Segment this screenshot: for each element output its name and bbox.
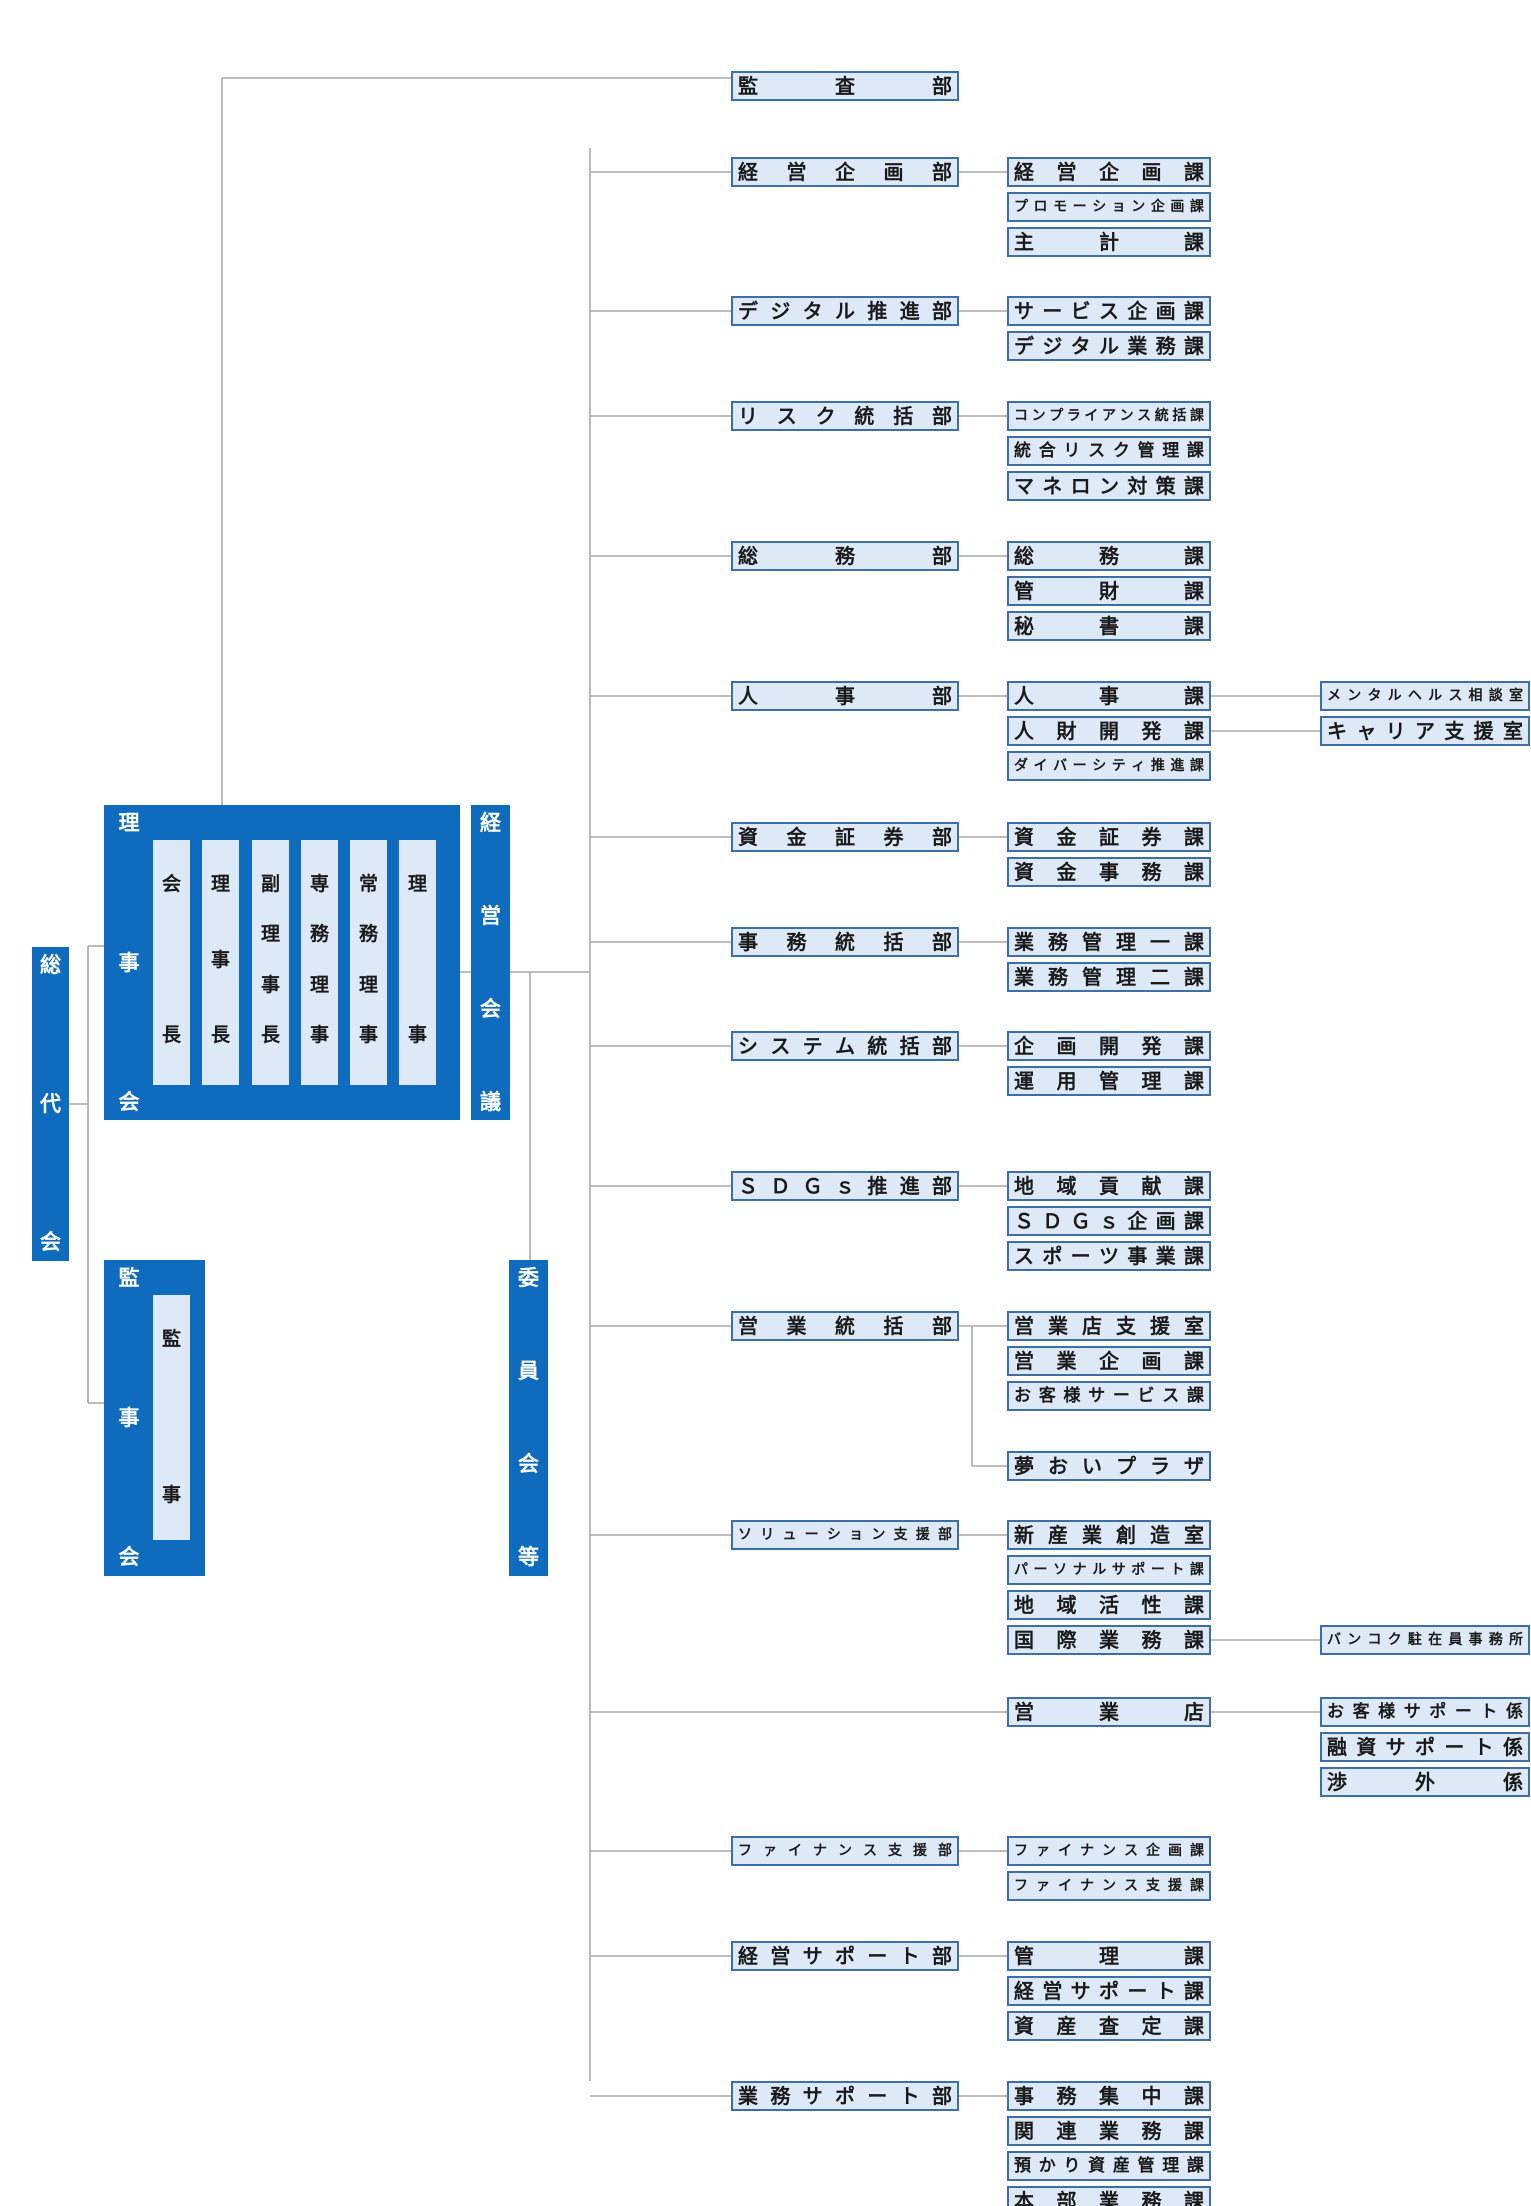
section-box: 営業店: [1007, 1697, 1211, 1727]
department-box: デジタル推進部: [731, 296, 959, 326]
section-box: プロモーション企画課: [1007, 192, 1211, 222]
sub-unit-box: 融資サポート係: [1320, 1732, 1530, 1762]
section-box: お客様サービス課: [1007, 1381, 1211, 1411]
department-box: ファイナンス支援部: [731, 1836, 959, 1866]
section-box: 資金証券課: [1007, 822, 1211, 852]
keiei-kaigi-label: 経営会議: [480, 811, 501, 1114]
rijikai-member: 専務理事: [301, 840, 338, 1085]
rijikai-member: 理事: [399, 840, 436, 1085]
kanji-member-label: 監事: [161, 1328, 181, 1506]
section-box: 秘書課: [1007, 611, 1211, 641]
soudaikai-label: 総代会: [40, 953, 61, 1254]
section-box: 総務課: [1007, 541, 1211, 571]
sub-unit-box: メンタルヘルス相談室: [1320, 681, 1530, 711]
department-box: 経営企画部: [731, 157, 959, 187]
section-box: 営業店支援室: [1007, 1311, 1211, 1341]
rijikai-block: 理事会 会長 理事長 副理事長 専務理事 常務理事 理事: [104, 805, 460, 1120]
section-box: 業務管理二課: [1007, 962, 1211, 992]
department-box: 事務統括部: [731, 927, 959, 957]
department-box: 資金証券部: [731, 822, 959, 852]
section-box: 資産査定課: [1007, 2011, 1211, 2041]
section-box: 営業企画課: [1007, 1346, 1211, 1376]
rijikai-member: 会長: [153, 840, 190, 1085]
rijikai-member-label: 副理事長: [260, 873, 280, 1046]
section-box: 地域活性課: [1007, 1590, 1211, 1620]
iinkai-label: 委員会等: [518, 1266, 539, 1569]
section-box: 運用管理課: [1007, 1066, 1211, 1096]
section-box: 関連業務課: [1007, 2116, 1211, 2146]
department-box: システム統括部: [731, 1031, 959, 1061]
iinkai-block: 委員会等: [509, 1260, 548, 1576]
section-box: 主計課: [1007, 227, 1211, 257]
section-box: 預かり資産管理課: [1007, 2151, 1211, 2181]
soudaikai-block: 総代会: [32, 947, 69, 1261]
kanjikai-label: 監事会: [118, 1266, 140, 1569]
section-box: 国際業務課: [1007, 1625, 1211, 1655]
rijikai-label: 理事会: [118, 811, 140, 1114]
section-box: 新産業創造室: [1007, 1520, 1211, 1550]
section-box: サービス企画課: [1007, 296, 1211, 326]
section-box: 管財課: [1007, 576, 1211, 606]
section-box: 業務管理一課: [1007, 927, 1211, 957]
rijikai-member-label: 会長: [161, 873, 181, 1046]
department-box: リスク統括部: [731, 401, 959, 431]
sub-unit-box: 渉外係: [1320, 1767, 1530, 1797]
section-box: スポーツ事業課: [1007, 1241, 1211, 1271]
section-box: 本部業務課: [1007, 2186, 1211, 2206]
section-box: 資金事務課: [1007, 857, 1211, 887]
section-box: 管理課: [1007, 1941, 1211, 1971]
kanji-member: 監事: [153, 1295, 190, 1540]
section-box: パーソナルサポート課: [1007, 1555, 1211, 1585]
sub-unit-box: キャリア支援室: [1320, 716, 1530, 746]
section-box: デジタル業務課: [1007, 331, 1211, 361]
rijikai-member-label: 理事: [407, 873, 427, 1046]
department-box: 監査部: [731, 71, 959, 101]
rijikai-member: 理事長: [202, 840, 239, 1085]
section-box: 夢おいプラザ: [1007, 1451, 1211, 1481]
kanjikai-block: 監事会 監事: [104, 1260, 205, 1576]
section-box: コンプライアンス統括課: [1007, 401, 1211, 431]
section-box: ファイナンス企画課: [1007, 1836, 1211, 1866]
section-box: 企画開発課: [1007, 1031, 1211, 1061]
rijikai-member-label: 常務理事: [358, 873, 378, 1046]
department-box: ソリューション支援部: [731, 1520, 959, 1550]
section-box: 経営企画課: [1007, 157, 1211, 187]
rijikai-member: 副理事長: [252, 840, 289, 1085]
department-box: 人事部: [731, 681, 959, 711]
sub-unit-box: バンコク駐在員事務所: [1320, 1625, 1530, 1655]
section-box: 地域貢献課: [1007, 1171, 1211, 1201]
keiei-kaigi-block: 経営会議: [471, 805, 510, 1120]
department-box: 業務サポート部: [731, 2081, 959, 2111]
section-box: マネロン対策課: [1007, 471, 1211, 501]
rijikai-member-label: 専務理事: [309, 873, 329, 1046]
section-box: 統合リスク管理課: [1007, 436, 1211, 466]
department-box: 総務部: [731, 541, 959, 571]
department-box: 経営サポート部: [731, 1941, 959, 1971]
section-box: ファイナンス支援課: [1007, 1871, 1211, 1901]
section-box: 人財開発課: [1007, 716, 1211, 746]
department-box: 営業統括部: [731, 1311, 959, 1341]
section-box: 事務集中課: [1007, 2081, 1211, 2111]
section-box: 人事課: [1007, 681, 1211, 711]
section-box: ダイバーシティ推進課: [1007, 751, 1211, 781]
section-box: 経営サポート課: [1007, 1976, 1211, 2006]
rijikai-member: 常務理事: [350, 840, 387, 1085]
rijikai-member-label: 理事長: [210, 873, 230, 1046]
sub-unit-box: お客様サポート係: [1320, 1697, 1530, 1727]
